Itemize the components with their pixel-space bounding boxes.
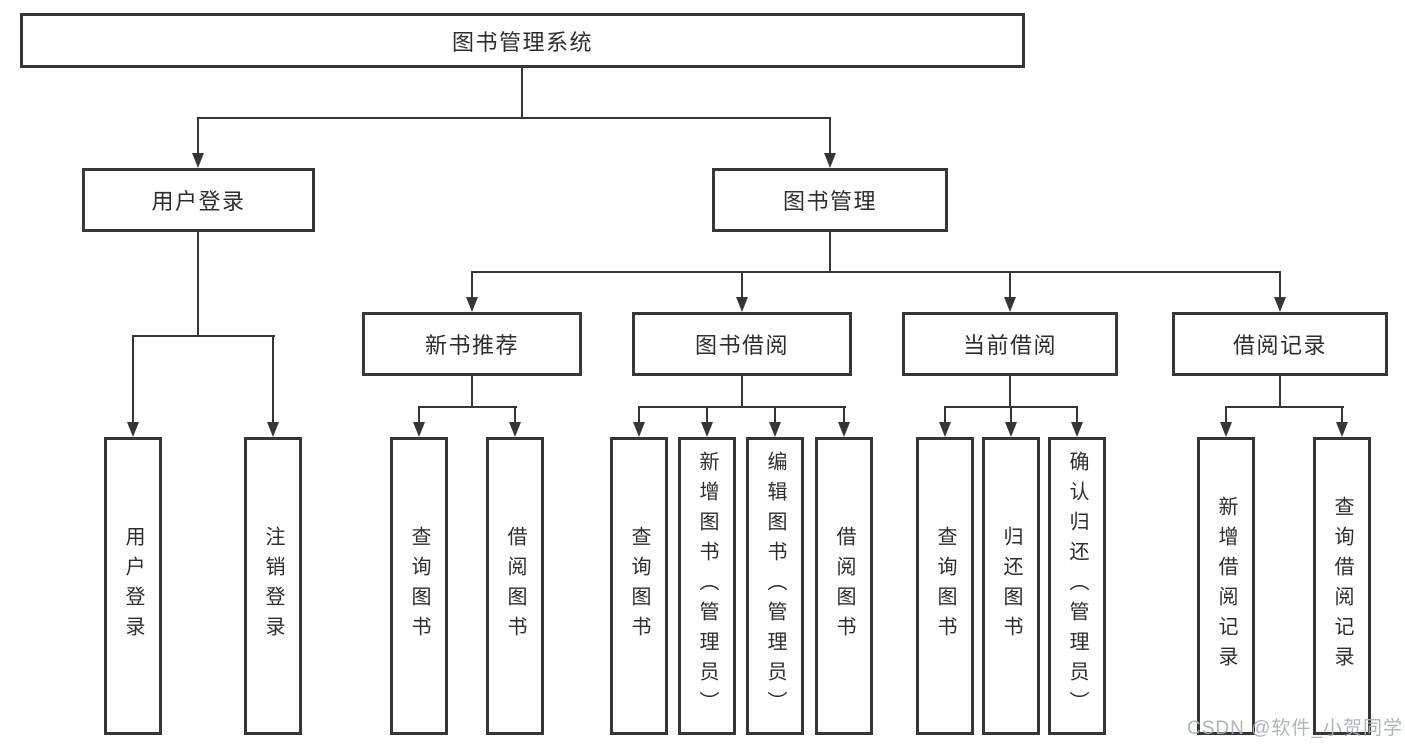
connector-line <box>741 271 743 298</box>
node-book-borrow: 图书借阅 <box>632 312 852 376</box>
arrowhead-down-icon <box>1071 422 1083 437</box>
arrowhead-down-icon <box>824 153 836 168</box>
connector-line <box>944 406 946 424</box>
arrowhead-down-icon <box>1274 297 1286 312</box>
connector-line <box>1225 406 1227 424</box>
node-borrow-records: 借阅记录 <box>1172 312 1388 376</box>
arrowhead-down-icon <box>413 422 425 437</box>
arrowhead-down-icon <box>769 422 781 437</box>
node-new-book-recommend: 新书推荐 <box>362 312 582 376</box>
arrowhead-down-icon <box>633 422 645 437</box>
arrowhead-down-icon <box>838 422 850 437</box>
leaf-label: 编辑图书（管理员） <box>764 451 786 721</box>
leaf-logout-login: 注销登录 <box>244 437 302 735</box>
connector-line <box>197 117 831 119</box>
connector-line <box>1009 271 1011 298</box>
csdn-watermark: CSDN @软件_小贺同学 <box>1187 718 1403 739</box>
connector-line <box>197 117 199 155</box>
leaf-label: 借阅图书 <box>833 526 855 646</box>
connector-line <box>829 117 831 155</box>
arrowhead-down-icon <box>127 422 139 437</box>
connector-line <box>471 271 1281 273</box>
leaf-borrow-books-recommend: 借阅图书 <box>486 437 544 735</box>
leaf-query-borrow-record: 查询借阅记录 <box>1313 437 1371 735</box>
leaf-label: 注销登录 <box>262 526 284 646</box>
leaf-label: 借阅图书 <box>504 526 526 646</box>
connector-line <box>1225 406 1344 408</box>
connector-line <box>132 335 134 423</box>
leaf-label: 查询图书 <box>628 526 650 646</box>
arrowhead-down-icon <box>1220 422 1232 437</box>
connector-line <box>132 335 275 337</box>
connector-line <box>471 271 473 298</box>
leaf-query-books-current: 查询图书 <box>916 437 974 735</box>
connector-line <box>514 406 516 424</box>
leaf-label: 查询图书 <box>934 526 956 646</box>
leaf-query-books-borrow: 查询图书 <box>610 437 668 735</box>
connector-line <box>197 232 199 336</box>
connector-line <box>706 406 708 424</box>
leaf-label: 查询借阅记录 <box>1331 496 1353 676</box>
arrowhead-down-icon <box>509 422 521 437</box>
arrowhead-down-icon <box>736 297 748 312</box>
node-label: 借阅记录 <box>1232 333 1327 358</box>
leaf-user-login: 用户登录 <box>104 437 162 735</box>
arrowhead-down-icon <box>192 153 204 168</box>
connector-line <box>774 406 776 424</box>
connector-line <box>1341 406 1343 424</box>
node-book-management: 图书管理 <box>712 168 948 232</box>
connector-line <box>1279 376 1281 407</box>
connector-line <box>521 68 523 118</box>
leaf-label: 归还图书 <box>1000 526 1022 646</box>
leaf-borrow-books: 借阅图书 <box>815 437 873 735</box>
arrowhead-down-icon <box>1336 422 1348 437</box>
connector-line <box>1009 376 1011 407</box>
connector-line <box>638 406 846 408</box>
arrowhead-down-icon <box>466 297 478 312</box>
connector-line <box>1279 271 1281 298</box>
node-user-login: 用户登录 <box>82 168 315 232</box>
node-label: 图书借阅 <box>694 333 789 358</box>
leaf-confirm-return-admin: 确认归还（管理员） <box>1048 437 1106 735</box>
leaf-label: 新增借阅记录 <box>1215 496 1237 676</box>
connector-line <box>418 406 420 424</box>
arrowhead-down-icon <box>1004 297 1016 312</box>
connector-line <box>418 406 517 408</box>
arrowhead-down-icon <box>701 422 713 437</box>
leaf-label: 查询图书 <box>408 526 430 646</box>
leaf-add-books-admin: 新增图书（管理员） <box>678 437 736 735</box>
arrowhead-down-icon <box>939 422 951 437</box>
node-label: 用户登录 <box>151 189 246 214</box>
arrowhead-down-icon <box>1005 422 1017 437</box>
connector-line <box>741 376 743 407</box>
node-label: 新书推荐 <box>424 333 519 358</box>
leaf-query-books-recommend: 查询图书 <box>390 437 448 735</box>
leaf-add-borrow-record: 新增借阅记录 <box>1197 437 1255 735</box>
arrowhead-down-icon <box>267 422 279 437</box>
connector-line <box>829 232 831 272</box>
node-current-borrow: 当前借阅 <box>902 312 1118 376</box>
node-label: 图书管理系统 <box>451 29 593 55</box>
leaf-label: 确认归还（管理员） <box>1066 451 1088 721</box>
connector-line <box>272 335 274 423</box>
leaf-label: 用户登录 <box>122 526 144 646</box>
node-label: 图书管理 <box>782 189 877 214</box>
leaf-label: 新增图书（管理员） <box>696 451 718 721</box>
connector-line <box>843 406 845 424</box>
connector-line <box>1076 406 1078 424</box>
leaf-edit-books-admin: 编辑图书（管理员） <box>746 437 804 735</box>
node-library-management-system: 图书管理系统 <box>20 13 1025 68</box>
node-label: 当前借阅 <box>962 333 1057 358</box>
leaf-return-books: 归还图书 <box>982 437 1040 735</box>
connector-line <box>471 376 473 407</box>
connector-line <box>1010 406 1012 424</box>
connector-line <box>638 406 640 424</box>
